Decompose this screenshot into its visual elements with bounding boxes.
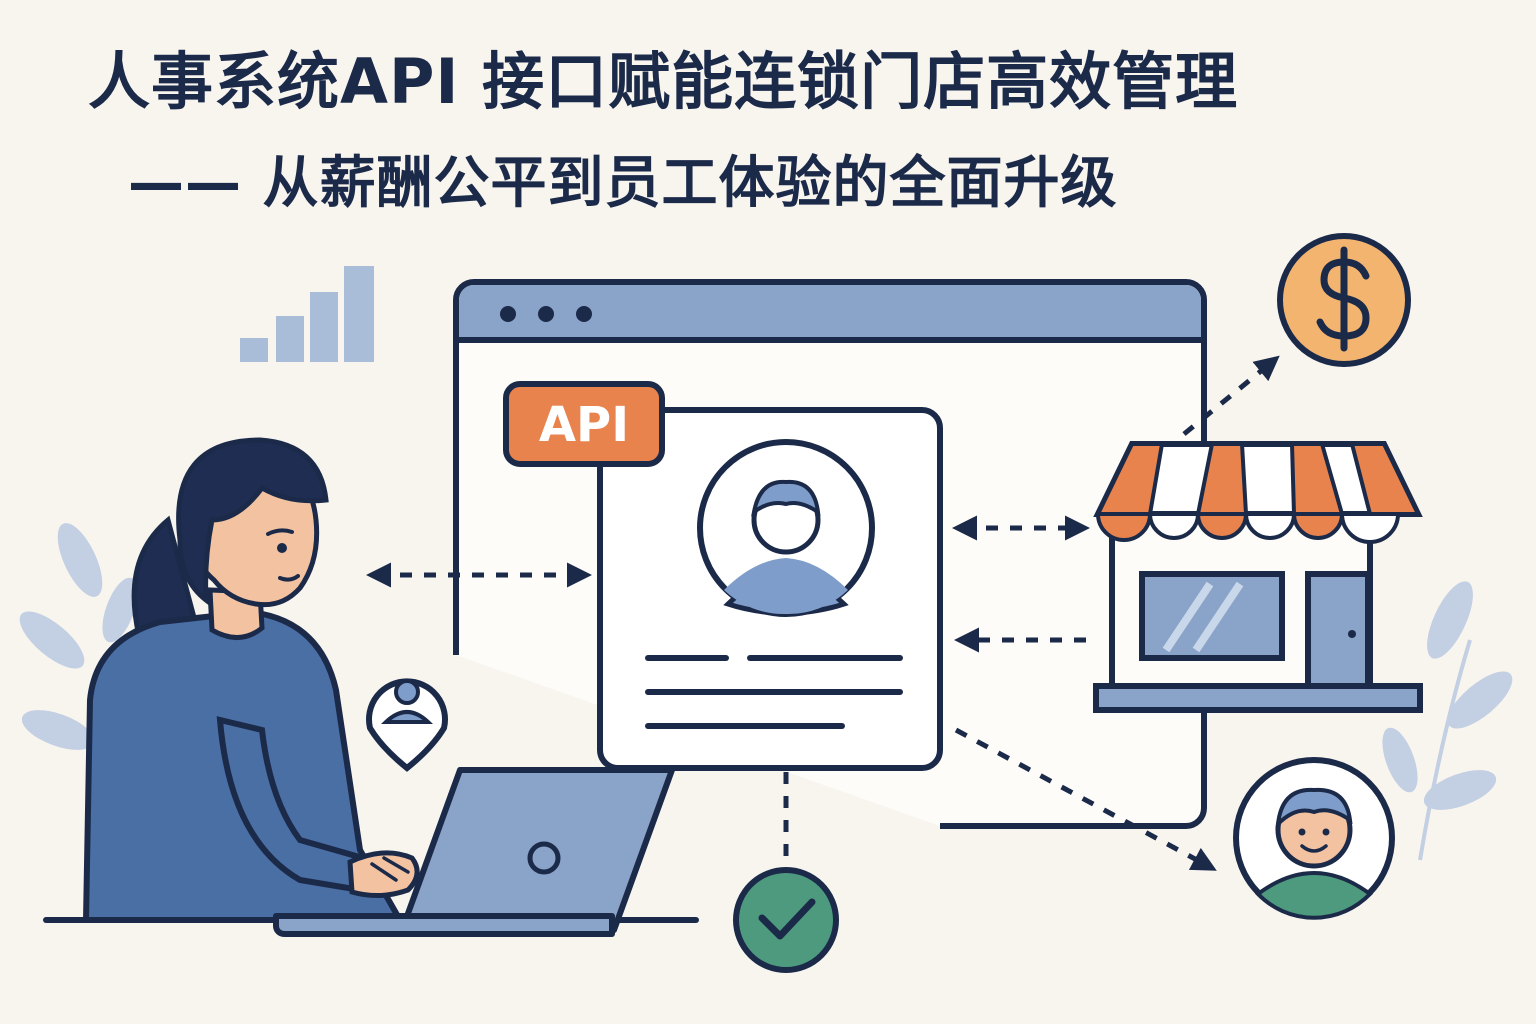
window-dot-icon bbox=[500, 306, 516, 322]
leaf-decoration-right bbox=[1382, 581, 1513, 861]
arrow-store-to-coin bbox=[1182, 355, 1280, 436]
laptop-icon bbox=[273, 767, 675, 937]
window-dot-icon bbox=[576, 306, 592, 322]
api-badge-label: API bbox=[539, 397, 629, 453]
bar-chart-icon bbox=[240, 266, 374, 362]
employee-profile-card bbox=[597, 407, 943, 771]
storefront-icon bbox=[1093, 441, 1423, 713]
location-pin-icon bbox=[366, 678, 448, 772]
page-subtitle: —— 从薪酬公平到员工体验的全面升级 bbox=[128, 151, 1118, 216]
employee-avatar-icon bbox=[1233, 757, 1395, 920]
window-dot-icon bbox=[538, 306, 554, 322]
check-icon bbox=[733, 867, 839, 973]
dollar-coin-icon bbox=[1277, 233, 1411, 367]
person-illustration bbox=[43, 437, 699, 923]
data-flow-arrows bbox=[366, 355, 1280, 871]
page-title: 人事系统API 接口赋能连锁门店高效管理 bbox=[88, 45, 1239, 118]
leaf-decoration-left bbox=[19, 523, 138, 750]
api-badge: API bbox=[503, 381, 665, 467]
